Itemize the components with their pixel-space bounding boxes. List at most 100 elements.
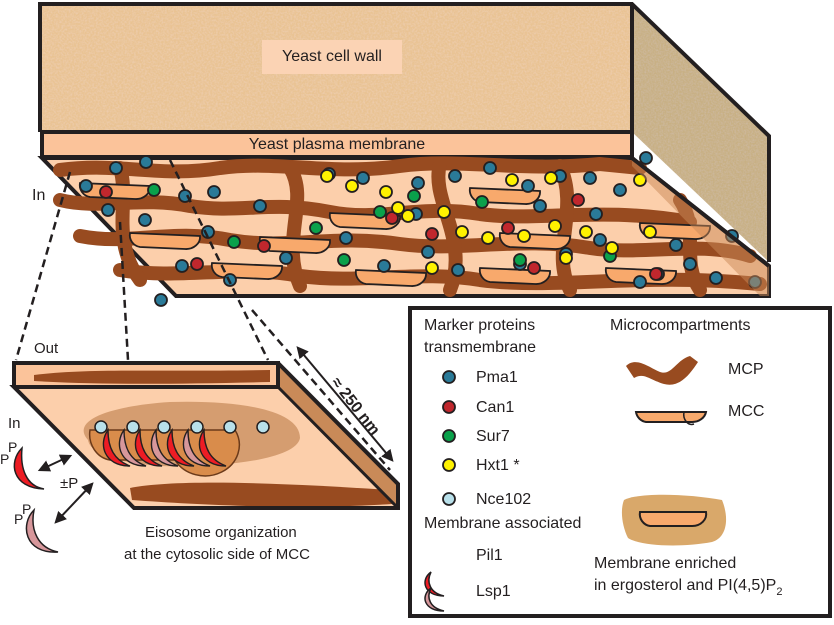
legend-enriched-text: in ergosterol and PI(4,5)P (594, 577, 777, 594)
blue-circle-dot (253, 199, 267, 213)
guide-line-right-1 (168, 159, 270, 361)
blue-circle-dot (175, 259, 189, 273)
blue-circle-dot (448, 169, 462, 183)
blue-circle-dot (109, 161, 123, 175)
lsp1-crescent (118, 427, 147, 467)
blue-circle-dot (207, 185, 221, 199)
legend-enriched-subscript: 2 (776, 586, 783, 598)
yellow-circle-dot (548, 219, 562, 233)
blue-circle-legend (442, 370, 456, 384)
phospho-label: ±P (60, 475, 79, 492)
nce102-dot (256, 420, 270, 434)
blue-circle-dot (201, 225, 215, 239)
red-circle-dot (501, 221, 515, 235)
legend-frame (408, 306, 832, 618)
lsp1-free-crescent (25, 507, 59, 553)
cell-wall-label: Yeast cell wall (262, 40, 402, 74)
mcp-band (113, 161, 147, 287)
blue-circle-dot (533, 199, 547, 213)
yellow-circle-dot (437, 205, 451, 219)
p-label-1: P (8, 439, 18, 455)
blue-circle-dot (356, 171, 370, 185)
eisosome-crescents (102, 427, 227, 467)
phospho-arrow-2 (54, 482, 94, 524)
yellow-circle-dot (579, 225, 593, 239)
legend-marker-title-2: transmembrane (424, 339, 537, 356)
inside-label-top: In (32, 187, 46, 204)
green-circle-dot (147, 183, 161, 197)
nce102-dot (126, 420, 140, 434)
green-circle-dot (337, 253, 351, 267)
floor-right-edge (630, 156, 771, 268)
blue-circle-dot (521, 179, 535, 193)
red-circle-dot (257, 239, 271, 253)
plasma-membrane-label: Yeast plasma membrane (248, 136, 426, 153)
yellow-circle-dot (643, 225, 657, 239)
p-label-2: P (0, 451, 10, 467)
green-circle-dot (407, 189, 421, 203)
red-circle-dot (649, 267, 663, 281)
blue-circle-dot (613, 183, 627, 197)
red-circle-legend (442, 400, 456, 414)
green-circle-dot (475, 195, 489, 209)
pil1-crescent (134, 427, 163, 467)
yellow-circle-legend (442, 458, 456, 472)
p-label-4: P (14, 511, 24, 527)
legend-membrane-assoc-title: Membrane associated (424, 515, 582, 532)
nce102-dots (94, 420, 270, 434)
legend-item-mcp: MCP (728, 361, 764, 378)
blue-circle-dot (139, 155, 153, 169)
yellow-circle-dot (425, 261, 439, 275)
eisosome-caption-line1: Eisosome organization (145, 524, 297, 541)
red-circle-dot (527, 261, 541, 275)
cell-wall-side-texture (632, 4, 769, 262)
legend-micro-title: Microcompartments (610, 317, 751, 334)
yellow-circle-dot (544, 171, 558, 185)
blue-circle-dot (138, 213, 152, 227)
blue-circle-dot (633, 275, 647, 289)
blue-circle-dot (339, 231, 353, 245)
blue-circle-dot (683, 257, 697, 271)
eisosome-zoom-panel (9, 346, 400, 553)
blue-circle-dot (669, 238, 683, 252)
membrane-floor (37, 151, 771, 307)
blue-circle-dot (154, 293, 168, 307)
yellow-circle-dot (401, 209, 415, 223)
legend-item-pil1: Pil1 (476, 547, 503, 564)
mcp-band-top (34, 370, 270, 384)
blue-circle-dot (411, 176, 425, 190)
blue-circle-dot (377, 259, 391, 273)
yellow-circle-dot (345, 179, 359, 193)
pil1-crescent (102, 427, 131, 467)
nce102-dot (190, 420, 204, 434)
mcp-band-bottom (130, 482, 392, 507)
guide-line-mid (118, 221, 130, 361)
yellow-circle-dot (481, 231, 495, 245)
legend-item-nce102: Nce102 (476, 491, 532, 508)
blue-circle-dot (709, 271, 723, 285)
red-circle-dot (99, 185, 113, 199)
red-circle-dot (190, 257, 204, 271)
legend-item-sur7: Sur7 (476, 428, 510, 445)
red-circle-dot (425, 227, 439, 241)
nce102-dot (223, 420, 237, 434)
p-label-3: P (22, 501, 32, 517)
green-circle-legend (442, 429, 456, 443)
raft-legend-mcc (638, 511, 708, 528)
pil1-free-crescent (13, 445, 45, 490)
legend-box (408, 306, 832, 618)
plasma-membrane-strip (40, 130, 634, 159)
legend-marker-icons (442, 370, 456, 506)
guide-line-left (14, 171, 72, 361)
eisosome-caption-line2: at the cytosolic side of MCC (124, 546, 310, 563)
blue-circle-dot (279, 251, 293, 265)
mcc-trough (498, 232, 571, 250)
mcc-legend-icon-divider (683, 411, 695, 426)
legend-item-can1: Can1 (476, 399, 515, 416)
blue-circle-dot (483, 161, 497, 175)
legend-marker-title-1: Marker proteins (424, 317, 536, 334)
inside-label-zoom: In (8, 415, 21, 432)
mcp-legend-icon (626, 356, 698, 385)
legend-item-mcc: MCC (728, 403, 765, 420)
yellow-circle-dot (505, 173, 519, 187)
